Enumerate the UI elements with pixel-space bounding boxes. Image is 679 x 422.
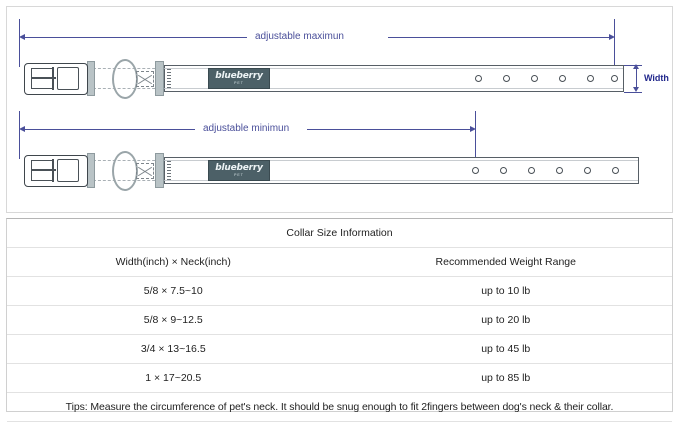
strap-edge-line-bottom-max	[165, 88, 623, 89]
table-row: 5/8 × 7.5~10 up to 10 lb	[7, 276, 672, 306]
strap-hole	[500, 167, 507, 174]
keeper-loop-2-max	[155, 61, 164, 96]
cell-size: 1 × 17~20.5	[7, 363, 340, 393]
brand-name-text: blueberry	[215, 70, 263, 81]
table-title-row: Collar Size Information	[7, 219, 672, 248]
dimension-arrow-left-max	[19, 34, 25, 40]
strap-hole	[612, 167, 619, 174]
dimension-arrow-left-min	[19, 126, 25, 132]
table-row: 5/8 × 9~12.5 up to 20 lb	[7, 305, 672, 335]
width-tick-bottom	[624, 92, 642, 93]
strap-hole	[611, 75, 618, 82]
dimension-extension-left-min	[19, 111, 20, 159]
strap-hole	[472, 167, 479, 174]
buckle-tongue-min	[31, 169, 56, 171]
dimension-extension-left-max	[19, 19, 20, 67]
buckle-post-min	[52, 159, 54, 182]
buckle-inner-right-min	[57, 159, 79, 182]
brand-sub-text: PET	[234, 80, 244, 85]
cell-size: 5/8 × 7.5~10	[7, 276, 340, 306]
dimension-label-maximum: adjustable maximun	[255, 31, 344, 42]
buckle-post-max	[52, 67, 54, 90]
dimension-extension-right-min	[475, 111, 476, 173]
width-arrow-up	[633, 64, 639, 69]
d-ring-min	[112, 151, 138, 191]
strap-hole	[528, 167, 535, 174]
width-dimension-line	[636, 67, 637, 90]
dimension-line-right-min	[307, 129, 470, 130]
keeper-loop-2-min	[155, 153, 164, 188]
buckle-inner-right-max	[57, 67, 79, 90]
strap-hole	[475, 75, 482, 82]
tips-text: Tips: Measure the circumference of pet's…	[7, 392, 672, 422]
d-ring-max	[112, 59, 138, 99]
dimension-line-left-min	[25, 129, 195, 130]
strap-hole	[587, 75, 594, 82]
buckle-tongue-max	[31, 77, 56, 79]
x-stitch-box-max	[136, 71, 154, 87]
cell-size: 5/8 × 9~12.5	[7, 305, 340, 335]
strap-edge-line-top-min	[165, 160, 638, 161]
tag-texture-min	[167, 161, 171, 180]
column-header-weight: Recommended Weight Range	[339, 247, 672, 277]
brand-name-text: blueberry	[215, 162, 263, 173]
brand-logo-patch-max: blueberry PET	[208, 68, 270, 89]
dimension-extension-right-max	[614, 19, 615, 75]
x-stitch-box-min	[136, 163, 154, 179]
strap-edge-line-top-max	[165, 68, 623, 69]
keeper-loop-1-max	[87, 61, 95, 96]
keeper-loop-1-min	[87, 153, 95, 188]
collar-size-table-wrapper: Collar Size Information Width(inch) × Ne…	[6, 218, 673, 422]
diagram-panel: adjustable maximun	[6, 6, 673, 213]
cell-weight: up to 10 lb	[339, 276, 672, 306]
table-tips-row: Tips: Measure the circumference of pet's…	[7, 392, 672, 422]
tag-texture-max	[167, 69, 171, 88]
strap-hole	[556, 167, 563, 174]
cell-weight: up to 45 lb	[339, 334, 672, 364]
strap-edge-line-bottom-min	[165, 180, 638, 181]
table-row: 3/4 × 13~16.5 up to 45 lb	[7, 334, 672, 364]
strap-hole	[531, 75, 538, 82]
dimension-line-left-max	[25, 37, 247, 38]
strap-hole	[584, 167, 591, 174]
dimension-line-right-max	[388, 37, 609, 38]
collar-size-table: Collar Size Information Width(inch) × Ne…	[7, 219, 672, 422]
dimension-arrow-right-max	[609, 34, 615, 40]
cell-size: 3/4 × 13~16.5	[7, 334, 340, 364]
width-arrow-down	[633, 87, 639, 92]
table-row: 1 × 17~20.5 up to 85 lb	[7, 363, 672, 393]
dimension-label-minimum: adjustable minimun	[203, 123, 290, 134]
dimension-arrow-right-min	[470, 126, 476, 132]
brand-logo-patch-min: blueberry PET	[208, 160, 270, 181]
cell-weight: up to 85 lb	[339, 363, 672, 393]
brand-sub-text: PET	[234, 172, 244, 177]
table-title: Collar Size Information	[7, 219, 672, 248]
strap-hole	[503, 75, 510, 82]
cell-weight: up to 20 lb	[339, 305, 672, 335]
column-header-size: Width(inch) × Neck(inch)	[7, 247, 340, 277]
strap-hole	[559, 75, 566, 82]
width-label: Width	[644, 73, 669, 83]
table-header-row: Width(inch) × Neck(inch) Recommended Wei…	[7, 247, 672, 277]
